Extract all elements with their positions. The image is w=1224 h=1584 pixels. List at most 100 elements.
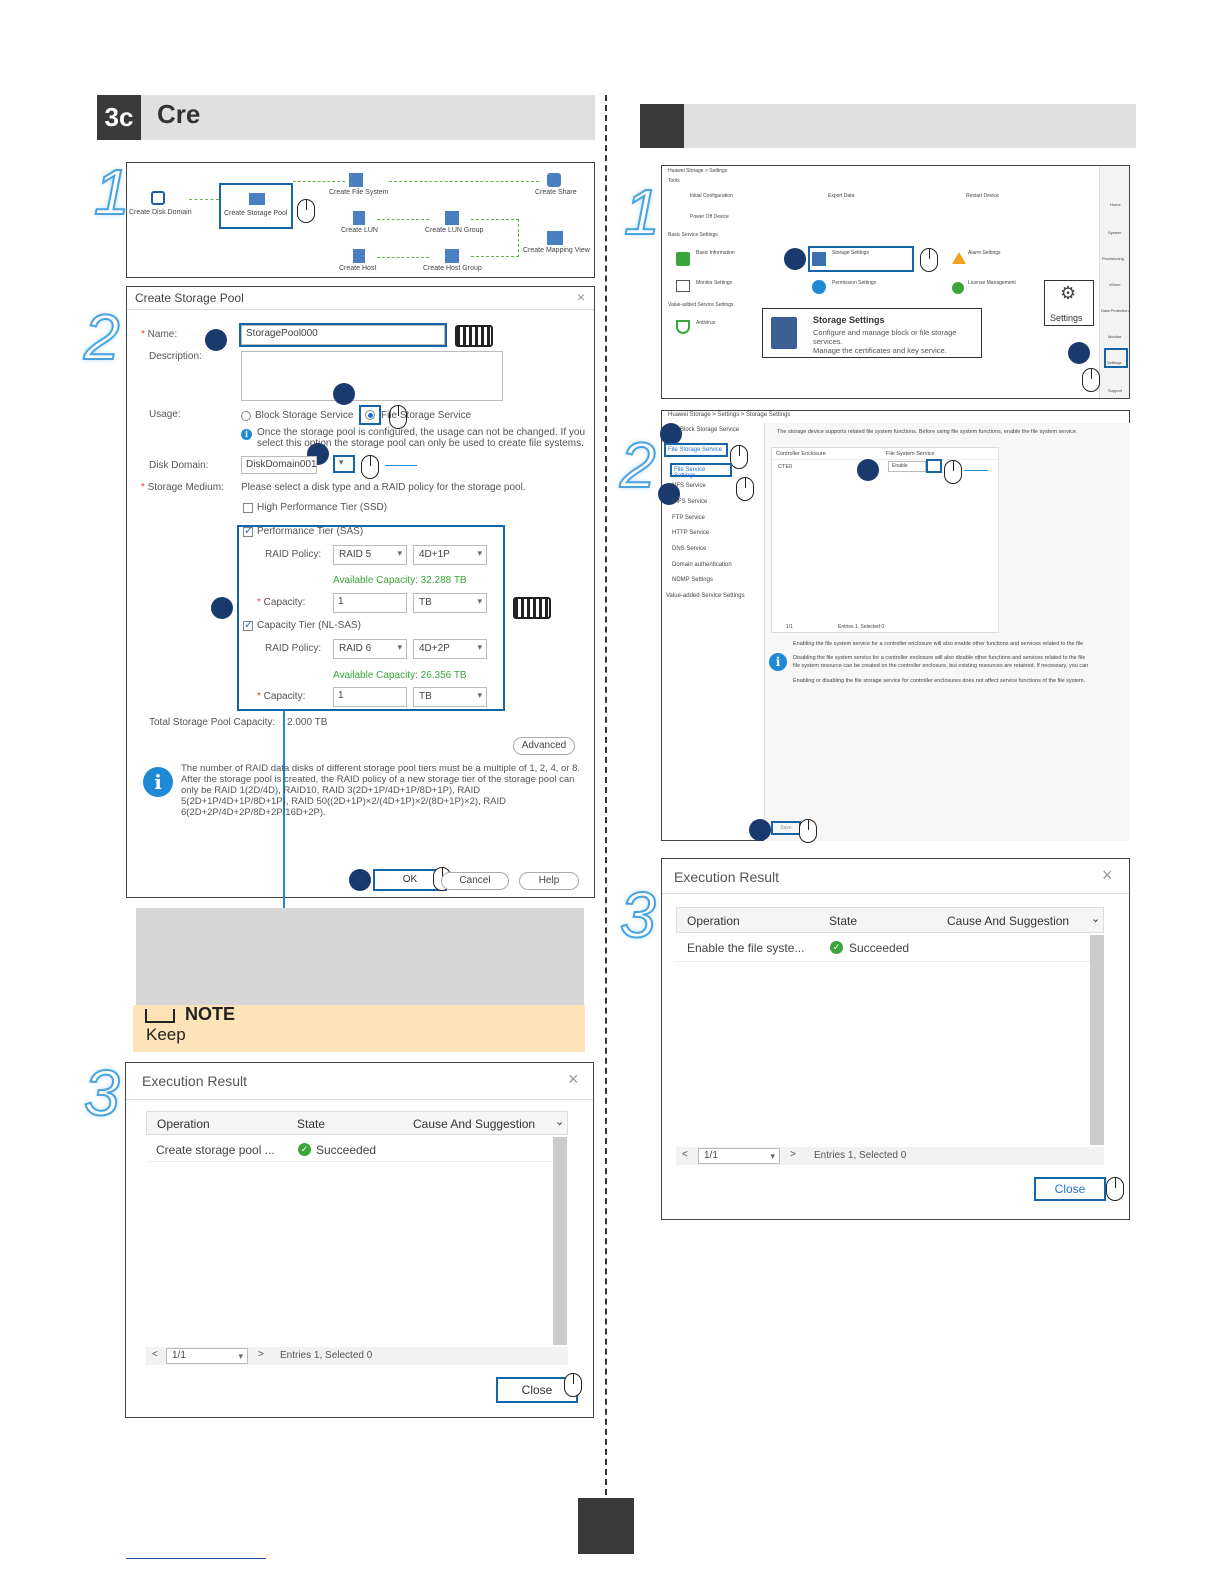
- side-system[interactable]: System: [1108, 230, 1122, 235]
- side-vstore[interactable]: vStore: [1109, 282, 1121, 287]
- sas-capacity-label: * Capacity:: [257, 597, 306, 608]
- column-chevron-icon[interactable]: ⌄: [555, 1116, 565, 1128]
- tier-nlsas-checkbox[interactable]: [243, 618, 253, 631]
- sas-layout-select[interactable]: 4D+1P: [413, 545, 487, 565]
- info-line-1: The number of RAID data disks of differe…: [181, 763, 581, 774]
- name-input[interactable]: StoragePool000: [241, 325, 445, 345]
- info-line-2: After the storage pool is created, the R…: [181, 774, 575, 785]
- tier-sas-checkbox[interactable]: [243, 524, 253, 537]
- description-label: Description:: [149, 351, 202, 362]
- block-service-nav[interactable]: Block Storage Service: [680, 427, 740, 433]
- col-service[interactable]: File System Service: [886, 451, 935, 457]
- sas-capacity-input[interactable]: 1: [333, 593, 407, 613]
- close-button[interactable]: Close: [1034, 1177, 1106, 1201]
- ndmp-nav[interactable]: NDMP Settings: [672, 577, 713, 583]
- file-service-nav[interactable]: File Storage Service: [664, 443, 728, 457]
- cancel-button[interactable]: Cancel: [441, 872, 509, 890]
- col-state[interactable]: State: [297, 1117, 326, 1131]
- flow-create-host[interactable]: Create Host: [339, 265, 377, 272]
- pager-prev[interactable]: <: [152, 1349, 158, 1360]
- flow-create-file-system[interactable]: Create File System: [329, 189, 389, 196]
- row-enclosure: CTE0: [778, 464, 793, 470]
- initial-config[interactable]: Initial Configuration: [690, 193, 733, 199]
- dns-nav[interactable]: DNS Service: [672, 546, 707, 552]
- antivirus[interactable]: Antivirus: [696, 320, 716, 326]
- col-state[interactable]: State: [829, 914, 858, 928]
- alarm-settings[interactable]: Alarm Settings: [968, 250, 1001, 256]
- ftp-nav[interactable]: FTP Service: [672, 515, 705, 521]
- pager-prev[interactable]: <: [682, 1149, 688, 1160]
- storage-settings-tile[interactable]: [808, 246, 914, 272]
- service-select[interactable]: Enable: [888, 461, 926, 472]
- disk-domain-dropdown-highlight[interactable]: [333, 455, 355, 473]
- column-chevron-icon[interactable]: ⌄: [1091, 913, 1101, 925]
- col-operation[interactable]: Operation: [687, 914, 740, 928]
- mouse-icon: [361, 455, 379, 479]
- flow-create-disk-domain[interactable]: Create Disk Domain: [129, 209, 192, 216]
- basic-info[interactable]: Basic Information: [696, 250, 735, 256]
- host-group-icon: [445, 249, 459, 263]
- side-provisioning[interactable]: Provisioning: [1102, 256, 1124, 261]
- nl-layout-select[interactable]: 4D+2P: [413, 639, 487, 659]
- scrollbar[interactable]: [1090, 935, 1104, 1145]
- cifs-nav[interactable]: CIFS Service: [672, 499, 708, 505]
- side-monitor[interactable]: Monitor: [1108, 334, 1122, 339]
- usage-block-label: Block Storage Service: [255, 410, 354, 421]
- info-line-4: 5(2D+1P/4D+1P/8D+1P), RAID 50((2D+1P)×2/…: [181, 796, 506, 807]
- side-home[interactable]: Home: [1110, 202, 1121, 207]
- http-nav[interactable]: HTTP Service: [672, 530, 710, 536]
- monitor-settings[interactable]: Monitor Settings: [696, 280, 733, 286]
- pager-select[interactable]: 1/1: [166, 1348, 248, 1364]
- close-icon[interactable]: ×: [568, 1069, 579, 1089]
- description-input[interactable]: [241, 351, 503, 401]
- domain-auth-nav[interactable]: Domain authentication: [672, 562, 732, 568]
- disk-domain-select[interactable]: DiskDomain001: [241, 456, 317, 474]
- usage-block-radio[interactable]: [241, 411, 251, 421]
- nl-raid-select[interactable]: RAID 6: [333, 639, 407, 659]
- flow-create-host-group[interactable]: Create Host Group: [423, 265, 482, 272]
- help-button[interactable]: Help: [519, 872, 579, 890]
- nl-capacity-input[interactable]: 1: [333, 687, 407, 707]
- flow-create-storage-pool[interactable]: [219, 183, 293, 229]
- gray-callout-panel: [136, 908, 584, 1006]
- pager-text[interactable]: 1/1: [786, 624, 793, 630]
- side-settings-highlight[interactable]: [1104, 348, 1128, 368]
- settings-callout-label: Settings: [1050, 313, 1083, 323]
- save-button[interactable]: Save: [771, 821, 801, 835]
- tier-ssd-checkbox[interactable]: [243, 503, 253, 513]
- close-icon[interactable]: ×: [1102, 865, 1113, 885]
- service-dropdown-highlight[interactable]: [926, 459, 942, 473]
- sas-unit-select[interactable]: TB: [413, 593, 487, 613]
- pager-select[interactable]: 1/1: [698, 1148, 780, 1164]
- nl-unit-select[interactable]: TB: [413, 687, 487, 707]
- restart-device[interactable]: Restart Device: [966, 193, 999, 199]
- export-data[interactable]: Export Data: [828, 193, 855, 199]
- col-operation[interactable]: Operation: [157, 1117, 210, 1131]
- license-management[interactable]: License Management: [968, 280, 1016, 286]
- side-settings[interactable]: Settings: [1107, 360, 1122, 365]
- pager-next[interactable]: >: [258, 1349, 264, 1360]
- power-off[interactable]: Power Off Device: [690, 214, 729, 220]
- file-service-settings-nav[interactable]: File Service Settings: [670, 463, 732, 479]
- side-support[interactable]: Support: [1108, 388, 1123, 393]
- flow-create-mapping-view[interactable]: Create Mapping View: [523, 247, 590, 254]
- advanced-button[interactable]: Advanced: [513, 737, 575, 755]
- dialog-close-icon[interactable]: ×: [577, 289, 586, 305]
- usage-file-radio[interactable]: [365, 410, 375, 420]
- col-enclosure[interactable]: Controller Enclosure: [776, 451, 826, 457]
- sas-raid-select[interactable]: RAID 5: [333, 545, 407, 565]
- pager-next[interactable]: >: [790, 1149, 796, 1160]
- side-protection[interactable]: Data Protection: [1101, 308, 1129, 313]
- permission-settings[interactable]: Permission Settings: [832, 280, 877, 286]
- value-added-nav[interactable]: Value-added Service Settings: [666, 593, 745, 599]
- fs-info-2: Disabling the file system service for a …: [793, 655, 1086, 661]
- col-cause[interactable]: Cause And Suggestion: [413, 1117, 536, 1131]
- scrollbar[interactable]: [553, 1137, 567, 1345]
- flow-create-lun[interactable]: Create LUN: [341, 227, 378, 234]
- nfs-nav[interactable]: NFS Service: [672, 483, 706, 489]
- create-storage-pool-dialog: Create Storage Pool × * Name: StoragePoo…: [126, 286, 595, 909]
- flow-create-lun-group[interactable]: Create LUN Group: [425, 227, 484, 234]
- settings-screenshot: Huawei Storage > Settings Tools Initial …: [661, 165, 1130, 399]
- col-cause[interactable]: Cause And Suggestion: [947, 914, 1070, 928]
- flow-create-share[interactable]: Create Share: [535, 189, 577, 196]
